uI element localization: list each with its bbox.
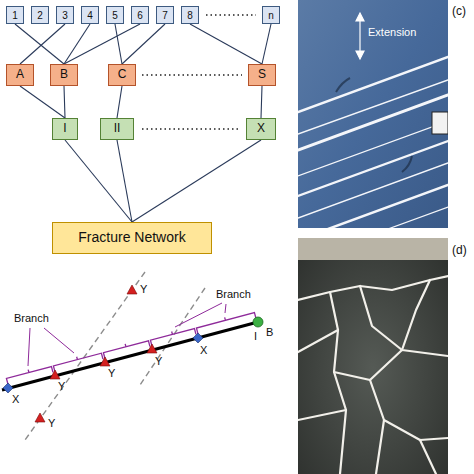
point-label: X (12, 393, 19, 406)
group-box: B (50, 64, 78, 86)
node-text: 3 (62, 10, 68, 21)
ellipsis-dots (142, 15, 256, 129)
item-box: 5 (106, 6, 124, 24)
point-label: Y (58, 380, 65, 393)
item-box: 6 (131, 6, 149, 24)
group-box: A (6, 64, 34, 86)
node-text: 1 (12, 10, 18, 21)
node-text: 2 (37, 10, 43, 21)
branch-bracket (103, 341, 150, 359)
set-box: X (246, 118, 276, 140)
node-text: 6 (137, 10, 143, 21)
point-label: Y (108, 367, 115, 380)
connector-line (15, 24, 64, 64)
connector-line (65, 140, 132, 222)
node-text: 5 (112, 10, 118, 21)
node-text: I (63, 122, 66, 135)
item-box: n (262, 6, 280, 24)
branch-bracket (196, 313, 256, 334)
branch-bracket (150, 329, 196, 346)
trace-sketch (2, 272, 263, 440)
branch-label: Branch (14, 312, 49, 325)
point-label: I (254, 330, 257, 343)
group-box: C (108, 64, 136, 86)
item-box: 7 (156, 6, 174, 24)
set-box: I (52, 118, 78, 140)
vein-photo (298, 0, 448, 228)
point-label: B (266, 326, 273, 339)
connector-line (20, 24, 65, 64)
connector-line (20, 86, 65, 118)
point-label: X (200, 344, 207, 357)
connector-line (117, 140, 132, 222)
node-text: 8 (187, 10, 193, 21)
connector-line (262, 24, 271, 64)
item-box: 3 (56, 6, 74, 24)
connector-line (117, 86, 122, 118)
point-label: Y (48, 417, 55, 430)
point-label: Y (155, 355, 162, 368)
node-text: 4 (87, 10, 93, 21)
branch-bracket (6, 367, 53, 385)
connector-line (64, 24, 90, 64)
group-box: S (248, 64, 276, 86)
node-text: n (268, 10, 274, 21)
point-label: Y (140, 283, 147, 296)
connector-line (261, 86, 262, 118)
connector-line (190, 24, 262, 64)
network-box: Fracture Network (52, 222, 212, 254)
connector-line (115, 24, 122, 64)
node-text: 7 (162, 10, 168, 21)
node-text: X (257, 122, 265, 135)
rock-photo (298, 238, 448, 474)
node-text: S (258, 68, 266, 81)
node-text: C (118, 68, 127, 81)
item-box: 2 (31, 6, 49, 24)
panel-label: (c) (452, 5, 466, 19)
panel-label: (d) (452, 244, 467, 258)
item-box: 4 (81, 6, 99, 24)
node-text: B (60, 68, 68, 81)
branch-bracket (53, 353, 103, 372)
set-box: II (100, 118, 134, 140)
annotation: Extension (368, 26, 416, 39)
node-text: II (114, 122, 121, 135)
node-text: Fracture Network (78, 230, 185, 245)
branch-label: Branch (216, 288, 251, 301)
connector-line (122, 24, 165, 64)
connector-line (64, 86, 65, 118)
item-box: 1 (6, 6, 24, 24)
connector-line (132, 140, 261, 222)
item-box: 8 (181, 6, 199, 24)
node-text: A (16, 68, 24, 81)
